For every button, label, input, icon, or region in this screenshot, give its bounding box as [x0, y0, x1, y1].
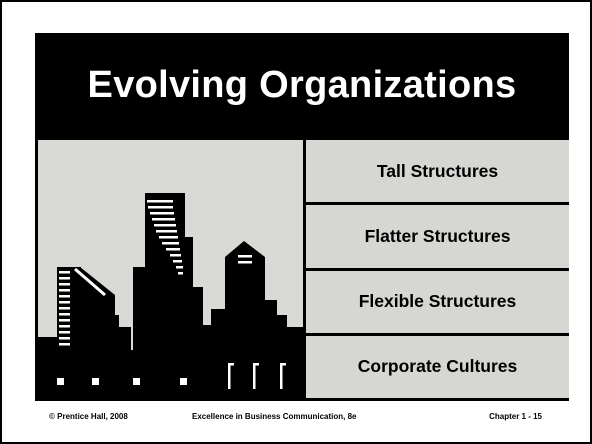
title-band: Evolving Organizations — [35, 33, 569, 137]
structure-list: Tall Structures Flatter Structures Flexi… — [306, 140, 569, 398]
structure-item-corporate-cultures: Corporate Cultures — [306, 335, 569, 398]
copyright-text: © Prentice Hall, 2008 — [49, 412, 128, 421]
book-title-text: Excellence in Business Communication, 8e — [192, 412, 357, 421]
structure-item-flexible: Flexible Structures — [306, 270, 569, 333]
content-area: Tall Structures Flatter Structures Flexi… — [35, 137, 569, 401]
structure-item-flatter: Flatter Structures — [306, 205, 569, 268]
slide-title: Evolving Organizations — [87, 63, 517, 106]
structure-item-tall: Tall Structures — [306, 140, 569, 203]
slide-footer: © Prentice Hall, 2008 Excellence in Busi… — [2, 407, 590, 427]
city-skyline-illustration — [35, 140, 303, 401]
page-number-text: Chapter 1 - 15 — [489, 412, 542, 421]
